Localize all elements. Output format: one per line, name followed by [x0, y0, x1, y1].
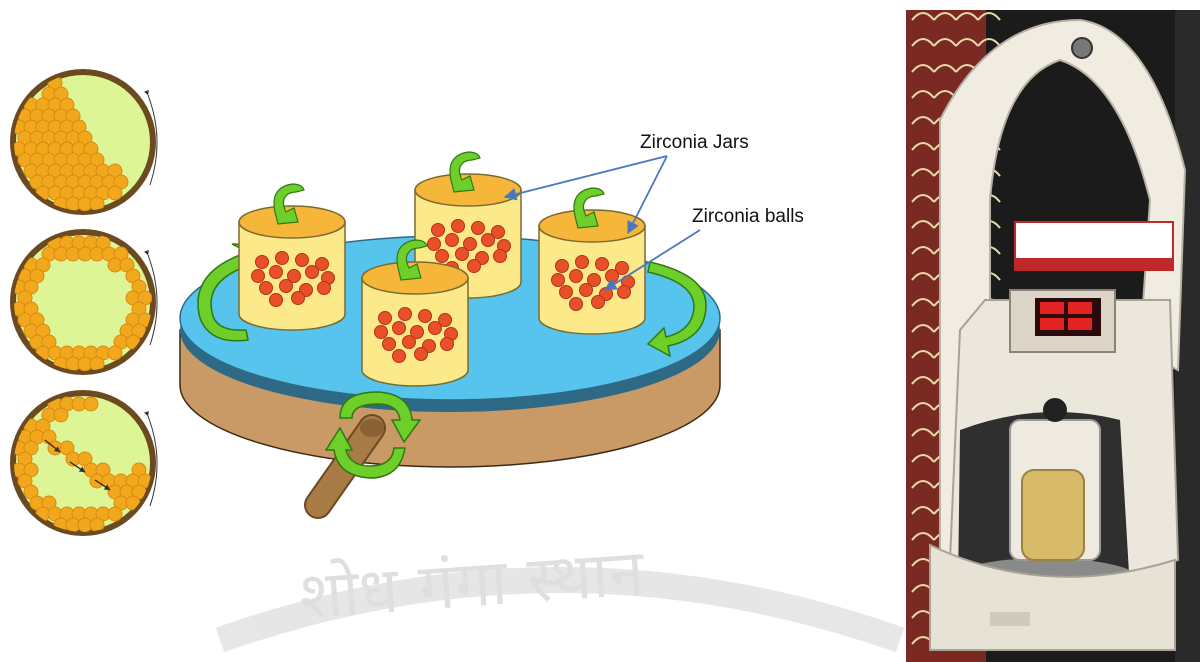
planetary-ball-mill-photo — [906, 10, 1200, 662]
zirconia-jar — [239, 184, 345, 330]
zirconia-ball — [472, 222, 485, 235]
watermark: शोध गंगा स्थान — [220, 536, 900, 640]
zirconia-ball — [441, 338, 454, 351]
watermark-text: शोध गंगा स्थान — [297, 536, 648, 634]
milling-ball — [108, 346, 122, 360]
zirconia-ball — [494, 250, 507, 263]
milling-ball — [84, 397, 98, 411]
zirconia-ball — [419, 310, 432, 323]
zirconia-ball — [306, 266, 319, 279]
zirconia-ball — [452, 220, 465, 233]
zirconia-ball — [292, 292, 305, 305]
zirconia-ball — [570, 298, 583, 311]
zirconia-ball — [570, 270, 583, 283]
label-zirconia-balls: Zirconia balls — [692, 206, 804, 227]
zirconia-ball — [580, 284, 593, 297]
zirconia-ball — [383, 338, 396, 351]
zirconia-ball — [618, 286, 631, 299]
zirconia-ball — [415, 348, 428, 361]
zirconia-jar — [539, 188, 645, 334]
zirconia-ball — [606, 270, 619, 283]
zirconia-ball — [393, 350, 406, 363]
zirconia-ball — [375, 326, 388, 339]
planetary-mill-diagram: Zirconia Jars Zirconia balls — [180, 132, 804, 505]
zirconia-ball — [280, 280, 293, 293]
zirconia-ball — [482, 234, 495, 247]
milling-ball — [54, 408, 68, 422]
zirconia-ball — [399, 308, 412, 321]
zirconia-ball — [403, 336, 416, 349]
label-zirconia-jars: Zirconia Jars — [640, 132, 749, 153]
zirconia-ball — [429, 322, 442, 335]
zirconia-ball — [576, 256, 589, 269]
zirconia-ball — [468, 260, 481, 273]
zirconia-ball — [596, 258, 609, 271]
centrifugal-regime — [10, 229, 157, 375]
zirconia-ball — [560, 286, 573, 299]
zirconia-ball — [276, 252, 289, 265]
zirconia-ball — [256, 256, 269, 269]
zirconia-ball — [436, 250, 449, 263]
milling-ball — [108, 507, 122, 521]
zirconia-ball — [552, 274, 565, 287]
zirconia-ball — [318, 282, 331, 295]
zirconia-ball — [252, 270, 265, 283]
zirconia-ball — [592, 296, 605, 309]
grinding-jar — [1022, 470, 1084, 560]
zirconia-ball — [428, 238, 441, 251]
zirconia-ball — [556, 260, 569, 273]
zirconia-ball — [432, 224, 445, 237]
milling-ball — [108, 186, 122, 200]
zirconia-ball — [379, 312, 392, 325]
cataracting-regime — [10, 390, 157, 536]
zirconia-ball — [270, 294, 283, 307]
zirconia-ball — [260, 282, 273, 295]
zirconia-ball — [456, 248, 469, 261]
pointer-jars-2 — [628, 156, 667, 233]
regime-circles — [10, 69, 157, 536]
zirconia-ball — [270, 266, 283, 279]
zirconia-ball — [393, 322, 406, 335]
zirconia-ball — [446, 234, 459, 247]
zirconia-ball — [296, 254, 309, 267]
cascading-regime — [10, 69, 157, 215]
